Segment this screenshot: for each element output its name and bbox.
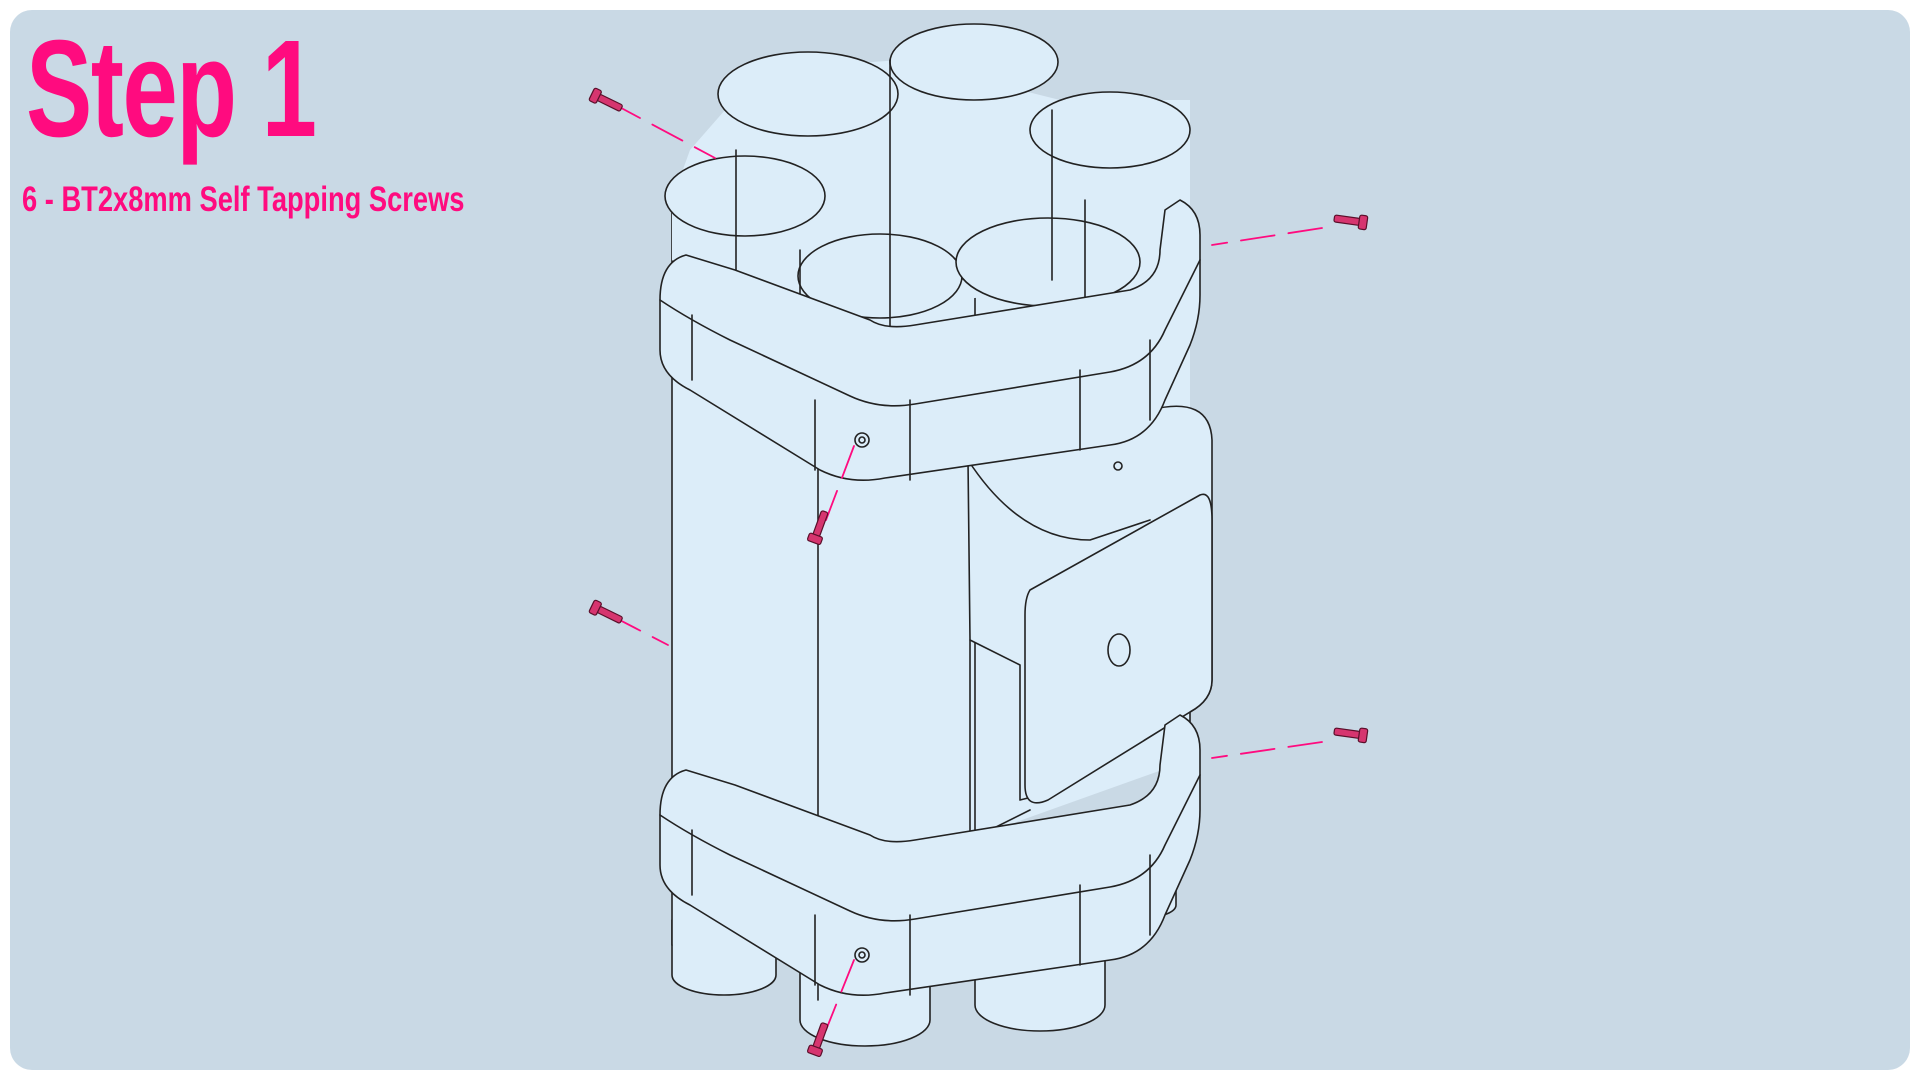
screw-icon xyxy=(806,1022,829,1058)
screw-icon xyxy=(588,599,623,624)
screws xyxy=(588,87,1369,1058)
lower-strap xyxy=(659,714,1201,997)
screw-icon xyxy=(806,510,829,546)
screw-icon xyxy=(588,87,623,112)
screw-icon xyxy=(1333,214,1369,231)
step-title: Step 1 xyxy=(26,12,317,166)
screw-spec-caption: 6 - BT2x8mm Self Tapping Screws xyxy=(22,180,465,219)
tube-tops xyxy=(664,23,1191,331)
upper-strap xyxy=(659,199,1201,482)
side-mount-plate xyxy=(967,405,1213,841)
insertion-guides xyxy=(609,101,1323,1031)
screw-icon xyxy=(1333,727,1369,744)
